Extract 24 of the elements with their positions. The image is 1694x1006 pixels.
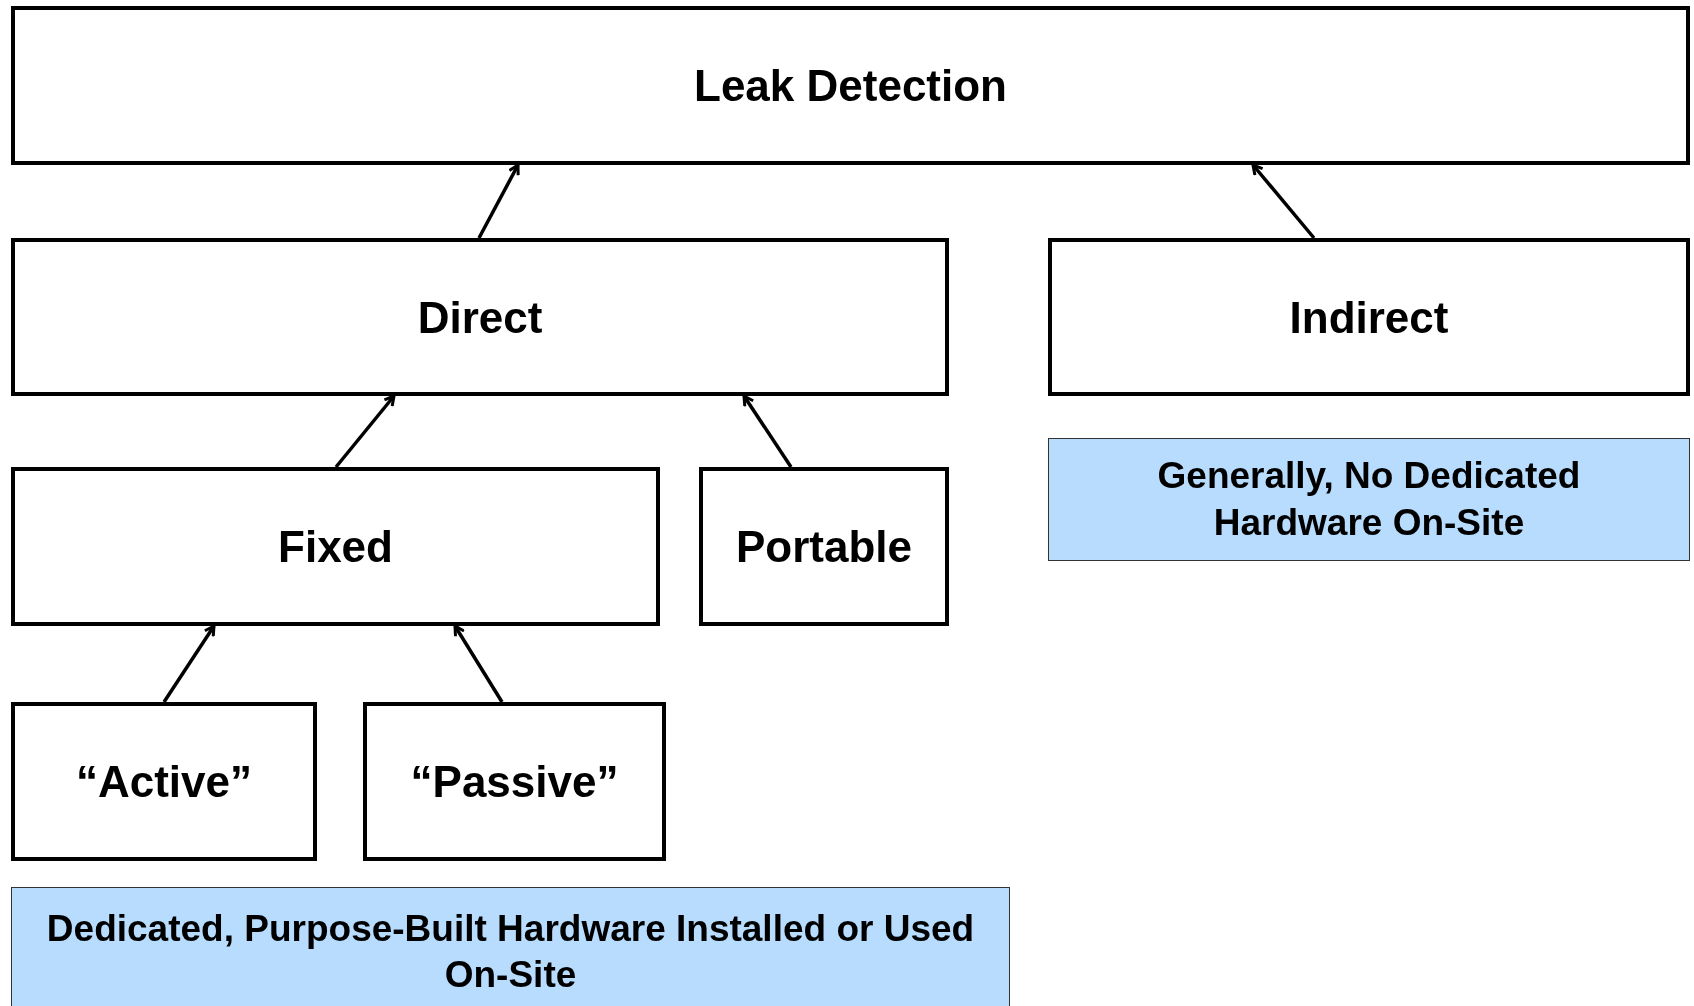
note-box — [1048, 438, 1690, 561]
category-box — [11, 702, 317, 861]
category-label: Portable — [734, 521, 913, 573]
note-box — [11, 887, 1010, 1006]
arrow — [1251, 163, 1316, 240]
category-label: Indirect — [1288, 291, 1450, 344]
category-box — [699, 467, 949, 626]
category-box — [363, 702, 666, 861]
category-box — [11, 6, 1690, 165]
note-text: Dedicated, Purpose-Built Hardware Installed or Used On-Site — [45, 906, 976, 997]
arrow — [477, 163, 520, 239]
category-label: “Passive” — [409, 756, 620, 808]
arrow — [334, 394, 396, 469]
arrow — [162, 624, 216, 703]
note-text: Generally, No Dedicated Hardware On-Site — [1156, 454, 1582, 545]
category-box — [11, 467, 660, 626]
category-label: Direct — [416, 291, 544, 344]
category-box — [1048, 238, 1690, 396]
category-box — [11, 238, 949, 396]
arrow — [742, 394, 793, 468]
arrow — [453, 624, 504, 703]
category-label: “Active” — [74, 756, 254, 808]
category-label: Leak Detection — [693, 60, 1008, 112]
category-label: Fixed — [277, 521, 394, 573]
